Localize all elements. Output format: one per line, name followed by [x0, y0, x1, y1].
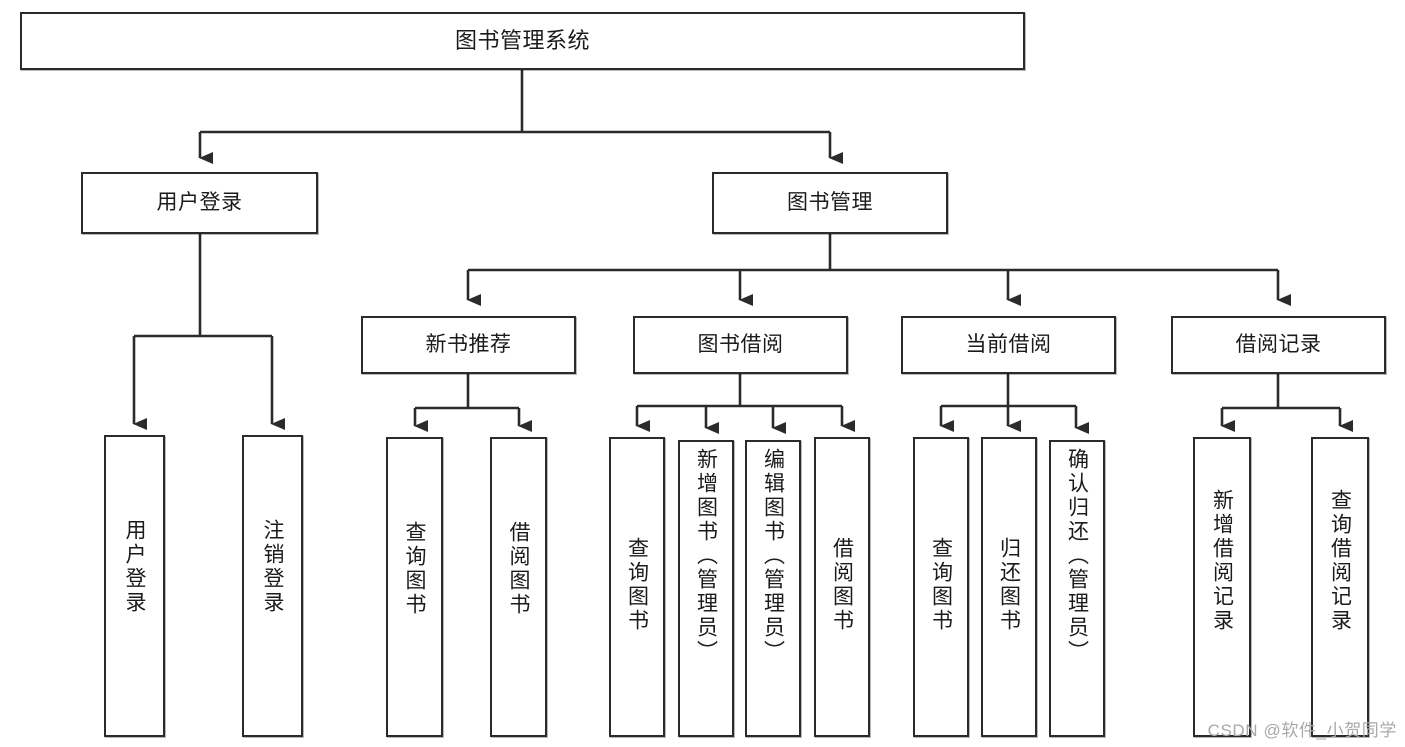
node-label: 归还图书	[997, 537, 1021, 633]
node-current-borrow[interactable]: 当前借阅	[901, 316, 1116, 374]
leaf-query-book-current[interactable]: 查询图书	[913, 437, 969, 737]
leaf-add-book-admin[interactable]: 新增图书（管理员）	[678, 440, 734, 737]
node-label: 借阅图书	[507, 521, 530, 617]
leaf-return-book[interactable]: 归还图书	[981, 437, 1037, 737]
node-label: 图书管理系统	[454, 28, 590, 54]
leaf-logout[interactable]: 注销登录	[242, 435, 303, 737]
leaf-borrow-book[interactable]: 借阅图书	[814, 437, 870, 737]
leaf-add-borrow-record[interactable]: 新增借阅记录	[1193, 437, 1251, 737]
node-label: 用户登录	[156, 190, 243, 214]
node-user-login[interactable]: 用户登录	[81, 172, 318, 234]
node-label: 查询图书	[625, 537, 649, 633]
leaf-confirm-return-admin[interactable]: 确认归还（管理员）	[1049, 440, 1105, 737]
node-label: 注销登录	[261, 519, 284, 615]
node-root-library-system[interactable]: 图书管理系统	[20, 12, 1025, 70]
node-label: 图书借阅	[697, 332, 784, 356]
leaf-query-book-borrow[interactable]: 查询图书	[609, 437, 665, 737]
node-label: 编辑图书（管理员）	[761, 448, 785, 664]
leaf-borrow-book-recommend[interactable]: 借阅图书	[490, 437, 547, 737]
node-label: 新增图书（管理员）	[694, 448, 718, 664]
node-label: 借阅图书	[830, 537, 854, 633]
node-label: 用户登录	[123, 519, 146, 615]
node-borrow-record[interactable]: 借阅记录	[1171, 316, 1386, 374]
node-label: 查询图书	[403, 521, 426, 617]
node-book-borrow[interactable]: 图书借阅	[633, 316, 848, 374]
leaf-edit-book-admin[interactable]: 编辑图书（管理员）	[745, 440, 801, 737]
node-new-book-recommend[interactable]: 新书推荐	[361, 316, 576, 374]
leaf-query-book-recommend[interactable]: 查询图书	[386, 437, 443, 737]
node-label: 新增借阅记录	[1210, 489, 1234, 633]
node-label: 查询借阅记录	[1328, 489, 1352, 633]
node-label: 查询图书	[929, 537, 953, 633]
csdn-watermark: CSDN @软件_小贺同学	[1207, 721, 1397, 740]
leaf-user-login[interactable]: 用户登录	[104, 435, 165, 737]
node-label: 新书推荐	[425, 332, 512, 356]
node-label: 当前借阅	[965, 332, 1052, 356]
node-label: 图书管理	[787, 190, 873, 214]
leaf-query-borrow-record[interactable]: 查询借阅记录	[1311, 437, 1369, 737]
node-book-management[interactable]: 图书管理	[712, 172, 948, 234]
node-label: 借阅记录	[1235, 332, 1322, 356]
node-label: 确认归还（管理员）	[1065, 448, 1089, 664]
